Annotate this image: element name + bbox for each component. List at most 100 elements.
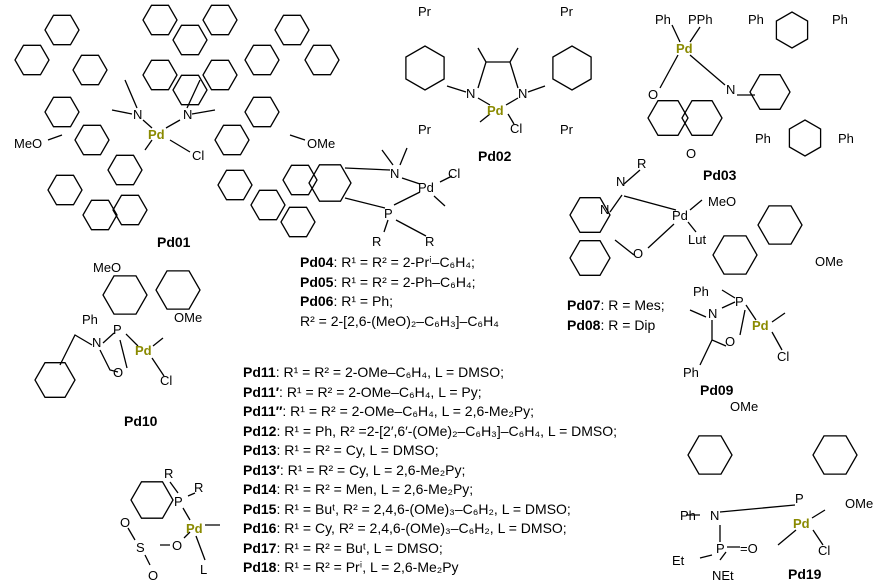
svg-text:O: O bbox=[113, 365, 123, 380]
compound-id: Pd16 bbox=[243, 520, 277, 536]
legend-row: Pd11′: R¹ = R² = 2-OMe–C₆H₄, L = Py; bbox=[243, 383, 617, 403]
benzene-ring bbox=[749, 74, 791, 110]
compound-label-pd19: Pd19 bbox=[788, 566, 822, 582]
substituent-text: : R¹ = R² = 2-Prⁱ–C₆H₄; bbox=[333, 254, 475, 270]
bonds bbox=[47, 24, 826, 566]
svg-text:R: R bbox=[164, 466, 173, 481]
compound-id: Pd04 bbox=[300, 254, 334, 270]
svg-text:O: O bbox=[633, 246, 643, 261]
substituent-text: : R¹ = R² = 2-OMe–C₆H₄, L = DMSO; bbox=[275, 364, 504, 380]
benzene-ring bbox=[244, 96, 280, 128]
benzene-ring bbox=[142, 59, 178, 91]
legend-row: Pd13: R¹ = R² = Cy, L = DMSO; bbox=[243, 441, 617, 461]
benzene-ring bbox=[102, 275, 148, 315]
benzene-ring bbox=[142, 4, 178, 36]
svg-text:Ph: Ph bbox=[683, 365, 699, 380]
compound-id: Pd12 bbox=[243, 422, 277, 439]
benzene-ring bbox=[217, 169, 253, 201]
atom-labels: N N Pd Cl MeO OMe Pd01 Pr Pr Pr Pr N N P… bbox=[14, 4, 873, 582]
substituent-text: R² = 2-[2,6-(MeO)₂–C₆H₃]–C₆H₄ bbox=[300, 312, 499, 329]
compound-id: Pd15 bbox=[243, 500, 277, 517]
svg-text:OMe: OMe bbox=[815, 254, 843, 269]
compound-label-pd02: Pd02 bbox=[478, 148, 512, 164]
legend-row: Pd11: R¹ = R² = 2-OMe–C₆H₄, L = DMSO; bbox=[243, 363, 617, 383]
benzene-ring bbox=[812, 435, 858, 475]
benzene-ring bbox=[308, 164, 352, 202]
svg-text:Ph: Ph bbox=[693, 284, 709, 299]
substituent-text: : R¹ = Cy, R² = 2,4,6-(OMe)₃–C₆H₂, L = D… bbox=[276, 520, 567, 536]
substituent-text: : R¹ = R² = Buᵗ, L = DMSO; bbox=[276, 539, 443, 556]
compound-id: Pd18 bbox=[243, 559, 277, 575]
svg-text:Pr: Pr bbox=[418, 122, 432, 137]
svg-text:Ph: Ph bbox=[680, 508, 696, 523]
svg-text:N: N bbox=[710, 508, 719, 523]
svg-text:P: P bbox=[735, 294, 744, 309]
legend-pd11-18: Pd11: R¹ = R² = 2-OMe–C₆H₄, L = DMSO;Pd1… bbox=[243, 363, 617, 578]
benzene-ring bbox=[72, 54, 108, 86]
svg-text:Ph: Ph bbox=[755, 131, 771, 146]
benzene-ring bbox=[172, 24, 208, 56]
svg-text:Pr: Pr bbox=[560, 4, 574, 19]
svg-text:O: O bbox=[648, 87, 658, 102]
benzene-ring bbox=[304, 44, 340, 76]
compound-label-pd09: Pd09 bbox=[700, 382, 734, 398]
svg-text:Pd: Pd bbox=[752, 318, 769, 333]
svg-text:OMe: OMe bbox=[730, 399, 758, 414]
benzene-ring bbox=[280, 206, 316, 238]
substituent-text: : R¹ = R² = Cy, L = DMSO; bbox=[276, 442, 439, 458]
svg-text:OMe: OMe bbox=[307, 136, 335, 151]
svg-text:Ph: Ph bbox=[832, 12, 848, 27]
benzene-ring bbox=[687, 435, 733, 475]
legend-row: Pd12: R¹ = Ph, R² =2-[2′,6′-(OMe)₂–C₆H₃]… bbox=[243, 422, 617, 442]
benzene-ring bbox=[757, 205, 803, 245]
svg-text:N: N bbox=[600, 202, 609, 217]
svg-text:Pd: Pd bbox=[487, 103, 504, 118]
legend-row: Pd05: R¹ = R² = 2-Ph–C₆H₄; bbox=[300, 273, 499, 293]
compound-id: Pd08 bbox=[567, 316, 601, 333]
substituent-text: : R¹ = Ph; bbox=[333, 293, 393, 309]
compound-label-pd01: Pd01 bbox=[157, 234, 191, 250]
benzene-ring bbox=[681, 100, 723, 136]
svg-text:Pd: Pd bbox=[793, 516, 810, 531]
legend-pd04-06: Pd04: R¹ = R² = 2-Prⁱ–C₆H₄; Pd05: R¹ = R²… bbox=[300, 253, 499, 331]
compound-id: Pd11′ bbox=[243, 383, 280, 400]
svg-text:N: N bbox=[726, 82, 735, 97]
svg-text:=O: =O bbox=[740, 541, 758, 556]
svg-text:O: O bbox=[686, 146, 696, 161]
legend-row: Pd17: R¹ = R² = Buᵗ, L = DMSO; bbox=[243, 539, 617, 559]
svg-text:Ph: Ph bbox=[82, 312, 98, 327]
svg-text:Et: Et bbox=[672, 553, 685, 568]
benzene-ring bbox=[74, 124, 110, 156]
benzene-ring bbox=[47, 174, 83, 206]
compound-label-pd10: Pd10 bbox=[124, 413, 158, 429]
svg-text:NEt: NEt bbox=[712, 568, 734, 582]
benzene-ring bbox=[107, 154, 143, 186]
benzene-ring bbox=[202, 59, 238, 91]
svg-text:P: P bbox=[795, 491, 804, 506]
benzene-ring bbox=[82, 199, 118, 231]
svg-text:Ph: Ph bbox=[655, 12, 671, 27]
benzene-ring bbox=[405, 45, 445, 91]
svg-text:Pd: Pd bbox=[135, 343, 152, 358]
benzene-ring bbox=[569, 197, 611, 233]
svg-text:N: N bbox=[616, 174, 625, 189]
ring-bonds bbox=[14, 4, 858, 519]
substituent-text: : R¹ = R² = 2-Ph–C₆H₄; bbox=[333, 273, 476, 290]
compound-id: Pd14 bbox=[243, 481, 277, 497]
compound-id: Pd13′ bbox=[243, 461, 280, 478]
compound-id: Pd06 bbox=[300, 293, 334, 309]
svg-text:R: R bbox=[372, 234, 381, 249]
svg-text:L: L bbox=[200, 562, 207, 577]
benzene-ring bbox=[44, 96, 80, 128]
svg-text:Pd: Pd bbox=[418, 180, 434, 195]
legend-row: Pd07: R = Mes; bbox=[567, 296, 665, 316]
svg-text:OMe: OMe bbox=[174, 310, 202, 325]
benzene-ring bbox=[250, 189, 286, 221]
svg-text:Cl: Cl bbox=[510, 121, 522, 136]
svg-text:Cl: Cl bbox=[192, 148, 204, 163]
substituent-text: : R = Mes; bbox=[600, 297, 665, 313]
legend-row: Pd11″: R¹ = R² = 2-OMe–C₆H₄, L = 2,6-Me₂… bbox=[243, 402, 617, 422]
svg-text:Ph: Ph bbox=[748, 12, 764, 27]
compound-id: Pd13 bbox=[243, 442, 277, 458]
